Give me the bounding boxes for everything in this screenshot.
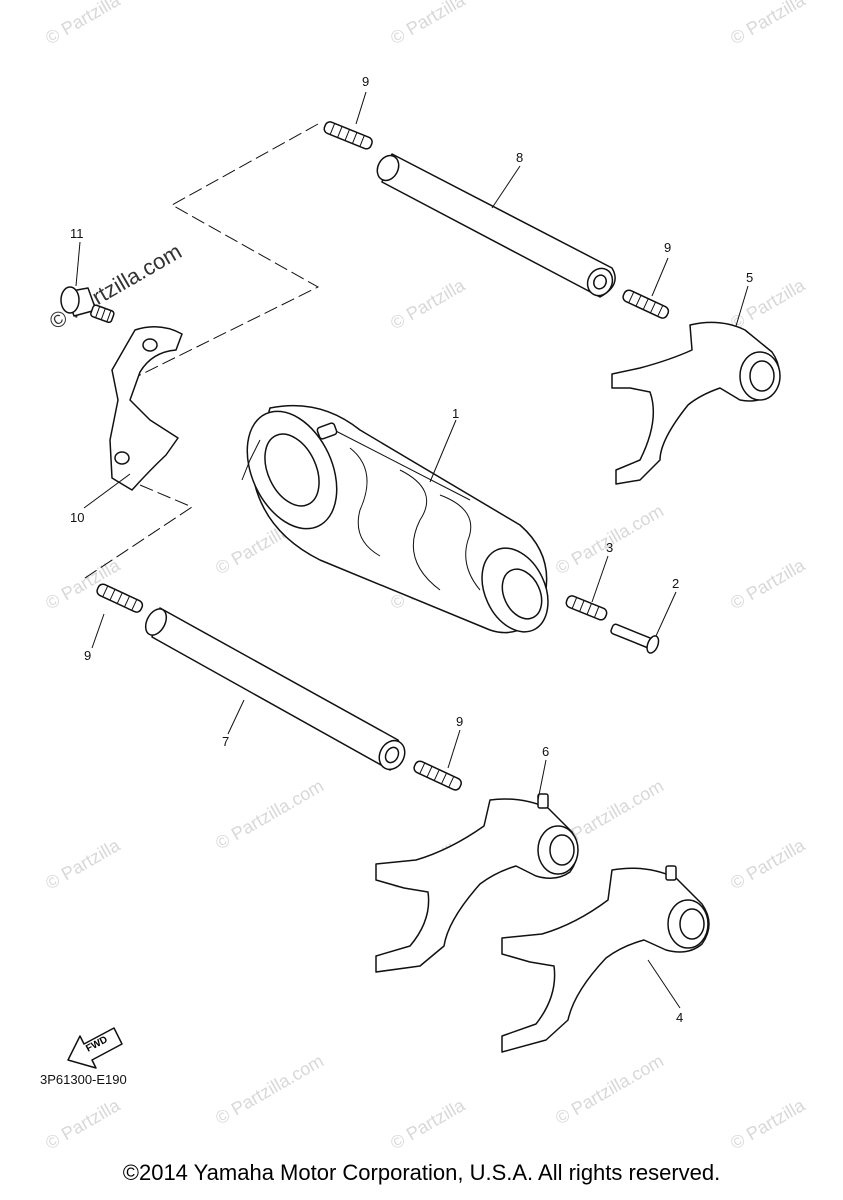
shift-fork-upper bbox=[611, 321, 781, 485]
spring-left bbox=[96, 583, 144, 613]
watermark: © Partzilla bbox=[387, 275, 469, 334]
callout-9: 9 bbox=[664, 240, 671, 255]
callout-6: 6 bbox=[542, 744, 549, 759]
watermark: © Partzilla bbox=[727, 275, 809, 334]
shift-fork-middle bbox=[375, 793, 579, 973]
guide-bar-lower bbox=[144, 607, 406, 771]
callout-8: 8 bbox=[516, 150, 523, 165]
callout-11: 11 bbox=[70, 226, 84, 241]
watermark: © Partzilla bbox=[387, 0, 469, 48]
watermark-url: © Partzilla.com bbox=[552, 1050, 667, 1128]
assembly-guide-lines bbox=[81, 123, 320, 581]
watermark: © Partzilla bbox=[387, 1095, 469, 1154]
watermark: © Partzilla bbox=[42, 835, 124, 894]
watermark: © Partzilla bbox=[727, 0, 809, 48]
callout-9: 9 bbox=[456, 714, 463, 729]
callout-7: 7 bbox=[222, 734, 229, 749]
callout-9: 9 bbox=[362, 74, 369, 89]
spring-group bbox=[96, 121, 670, 791]
watermark: © Partzilla bbox=[42, 555, 124, 614]
diagram-code: 3P61300-E190 bbox=[40, 1072, 127, 1087]
spring-bottom bbox=[413, 760, 462, 791]
screw bbox=[60, 286, 115, 324]
stopper-plate bbox=[109, 326, 183, 491]
spring-top bbox=[323, 121, 373, 150]
copyright-notice: ©2014 Yamaha Motor Corporation, U.S.A. A… bbox=[122, 1160, 721, 1185]
watermark-url: © Partzilla.com bbox=[212, 1050, 327, 1128]
callout-10: 10 bbox=[70, 510, 84, 525]
spring-right bbox=[622, 289, 670, 319]
callout-2: 2 bbox=[672, 576, 679, 591]
shift-drum bbox=[241, 404, 549, 634]
callout-1: 1 bbox=[452, 406, 459, 421]
fwd-arrow: FWD bbox=[67, 1027, 123, 1069]
watermark: © Partzilla bbox=[42, 1095, 124, 1154]
pin bbox=[610, 623, 660, 654]
callout-4: 4 bbox=[676, 1010, 683, 1025]
callout-9: 9 bbox=[84, 648, 91, 663]
callouts: 9 8 9 5 11 1 10 3 2 9 7 9 6 4 bbox=[70, 74, 753, 1025]
guide-bar-upper bbox=[376, 153, 616, 298]
watermark: © Partzilla bbox=[727, 835, 809, 894]
leader-lines bbox=[75, 91, 749, 1009]
shift-fork-lower bbox=[501, 865, 710, 1053]
spring-plunger bbox=[565, 595, 608, 621]
watermark: © Partzilla bbox=[727, 555, 809, 614]
watermark-url: © Partzilla.com bbox=[45, 239, 186, 335]
callout-3: 3 bbox=[606, 540, 613, 555]
watermark: © Partzilla bbox=[42, 0, 124, 48]
watermark: © Partzilla bbox=[727, 1095, 809, 1154]
watermark-url: © Partzilla.com bbox=[212, 775, 327, 853]
callout-5: 5 bbox=[746, 270, 753, 285]
